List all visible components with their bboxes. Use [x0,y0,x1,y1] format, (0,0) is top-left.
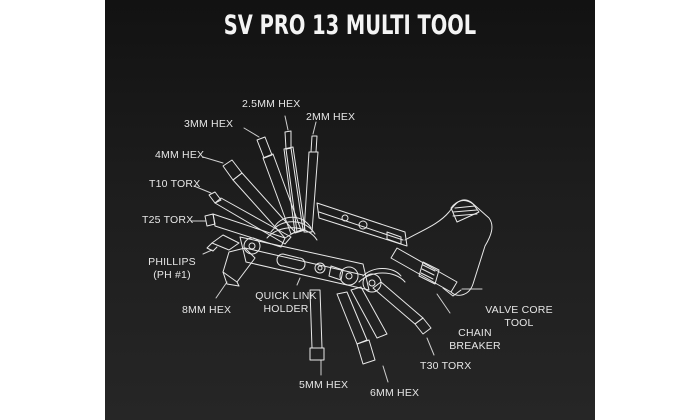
label-hex-2mm: 2MM HEX [306,111,356,123]
label-hex-2-5mm: 2.5MM HEX [242,98,301,110]
upper-rail [316,202,408,247]
chain-breaker [390,199,493,297]
left-pivot-tools [206,234,256,287]
label-phillips-line2: (PH #1) [153,269,191,281]
multi-tool-drawing [190,115,493,383]
label-quick-link-line2: HOLDER [263,303,309,315]
label-valve-core-line1: VALVE CORE [485,304,553,316]
label-quick-link-holder: QUICK LINK HOLDER [251,290,321,316]
diagram-panel: SV PRO 13 MULTI TOOL [105,0,595,420]
label-hex-8mm: 8MM HEX [182,304,232,316]
label-hex-5mm: 5MM HEX [299,379,349,391]
label-valve-core-tool: VALVE CORE TOOL [484,304,554,330]
label-torx-t10: T10 TORX [149,178,201,190]
label-hex-4mm: 4MM HEX [155,149,205,161]
label-chain-breaker-line2: BREAKER [449,340,501,352]
leader-lines [190,115,483,383]
label-valve-core-line2: TOOL [504,317,534,329]
label-torx-t30: T30 TORX [420,360,472,372]
label-chain-breaker-line1: CHAIN [458,327,492,339]
page-title: SV PRO 13 MULTI TOOL [223,10,477,41]
label-quick-link-line1: QUICK LINK [255,290,317,302]
label-chain-breaker: CHAIN BREAKER [445,327,505,353]
label-phillips: PHILLIPS (PH #1) [147,256,197,282]
lower-rail [239,236,370,291]
label-hex-3mm: 3MM HEX [184,118,234,130]
bottom-tools [309,268,432,365]
fan-tools [204,130,319,248]
label-hex-6mm: 6MM HEX [370,387,420,399]
label-phillips-line1: PHILLIPS [148,256,196,268]
label-torx-t25: T25 TORX [142,214,194,226]
